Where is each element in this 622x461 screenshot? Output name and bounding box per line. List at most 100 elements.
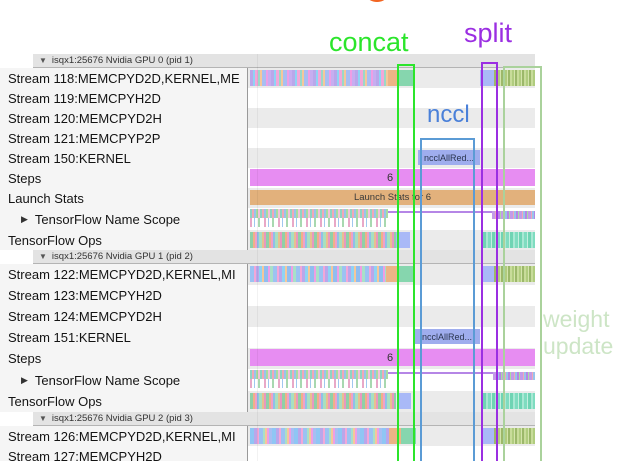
track-row: TensorFlow Ops <box>0 391 622 412</box>
track-canvas[interactable] <box>248 446 535 461</box>
row-label-cell: Stream 151:KERNEL <box>0 327 248 348</box>
event-bar-bar-ncclbar[interactable]: ncclAllRed... <box>418 150 480 165</box>
row-label: TensorFlow Ops <box>8 232 102 248</box>
row-label: Stream 118:MEMCPYD2D,KERNEL,ME <box>8 70 240 86</box>
track-row: Stream 120:MEMCPYD2H <box>0 108 622 128</box>
row-label-cell: Launch Stats <box>0 188 248 208</box>
collapse-icon: ▼ <box>39 413 47 423</box>
row-label-cell: Stream 118:MEMCPYD2D,KERNEL,ME <box>0 68 248 88</box>
row-label: Stream 151:KERNEL <box>8 330 131 345</box>
event-bar-flame[interactable] <box>250 370 388 388</box>
row-label: Stream 121:MEMCPYP2P <box>8 130 161 146</box>
event-bar-chunk[interactable] <box>492 211 535 219</box>
weight-update-line2: update <box>543 333 614 359</box>
track-row: Stream 119:MEMCPYH2D <box>0 88 622 108</box>
event-bar-dense-ops[interactable] <box>250 393 396 409</box>
track-row: ncclAllRed... Stream 150:KERNEL <box>0 148 622 168</box>
event-bar-solid-blue[interactable] <box>481 266 494 282</box>
event-bar-solid-orange[interactable] <box>386 266 399 282</box>
event-bar-hline[interactable] <box>388 372 535 374</box>
process-header-bar[interactable]: ▼isqx1:25676 Nvidia GPU 0 (pid 1) <box>33 54 535 68</box>
event-bar-solid-mint[interactable] <box>399 266 414 282</box>
row-label-cell: Stream 119:MEMCPYH2D <box>0 88 248 108</box>
row-label-cell: Stream 124:MEMCPYD2H <box>0 306 248 327</box>
row-label: Steps <box>8 170 42 186</box>
track-canvas[interactable] <box>248 128 535 148</box>
process-header-label: isqx1:25676 Nvidia GPU 2 (pid 3) <box>51 413 193 424</box>
track-canvas[interactable] <box>248 285 535 306</box>
track-canvas[interactable] <box>248 108 535 128</box>
concat-highlight-box <box>397 64 415 461</box>
event-bar-dense-b[interactable] <box>250 266 386 282</box>
row-label: Stream 119:MEMCPYH2D <box>8 90 161 106</box>
event-bar-solid-blue[interactable] <box>480 70 494 86</box>
expand-icon[interactable]: ▶ <box>21 213 28 224</box>
clipped-orange-glyph <box>367 0 387 2</box>
event-bar-bar-ncclbar[interactable]: ncclAllRed... <box>414 329 480 344</box>
track-row: 6 Steps <box>0 348 622 369</box>
event-bar-label: 6 <box>386 351 394 364</box>
track-row: Stream 123:MEMCPYH2D <box>0 285 622 306</box>
event-bar-dense-a[interactable] <box>250 70 388 86</box>
row-label-cell: Steps <box>0 348 248 369</box>
process-header-bar[interactable]: ▼ isqx1:25676 Nvidia GPU 1 (pid 2) <box>33 250 535 264</box>
row-label-cell: Stream 127:MEMCPYH2D <box>0 446 248 461</box>
event-bar-label: Launch Stats for 6 <box>353 192 432 203</box>
track-row: Stream 124:MEMCPYD2H <box>0 306 622 327</box>
event-bar-bar-launch[interactable]: Launch Stats for 6 <box>250 190 535 205</box>
weight-update-annotation: weight update <box>543 306 613 360</box>
split-annotation: split <box>464 18 513 48</box>
event-bar-solid-orange[interactable] <box>388 70 399 86</box>
track-row: ▶ TensorFlow Name Scope <box>0 208 622 230</box>
row-label: Stream 123:MEMCPYH2D <box>8 288 162 303</box>
row-label: Stream 127:MEMCPYH2D <box>8 448 162 461</box>
event-bar-bar-steps[interactable]: 6 <box>250 349 535 366</box>
event-bar-hline[interactable] <box>388 211 535 213</box>
row-label-cell: Stream 126:MEMCPYD2D,KERNEL,MI <box>0 426 248 446</box>
weight-update-highlight-box <box>503 66 542 461</box>
row-label: TensorFlow Name Scope <box>34 211 181 227</box>
time-gridline <box>257 54 258 461</box>
row-label: Stream 120:MEMCPYD2H <box>8 110 162 126</box>
event-bar-bar-steps[interactable]: 6 <box>250 169 535 186</box>
event-bar-solid-blue[interactable] <box>482 428 494 444</box>
track-row: Stream 122:MEMCPYD2D,KERNEL,MI <box>0 264 622 285</box>
expand-icon[interactable]: ▶ <box>21 374 28 385</box>
process-header-bar[interactable]: ▼ isqx1:25676 Nvidia GPU 2 (pid 3) <box>33 412 535 426</box>
row-label-cell: Stream 123:MEMCPYH2D <box>0 285 248 306</box>
track-row: Stream 127:MEMCPYH2D <box>0 446 622 461</box>
row-label-cell: TensorFlow Ops <box>0 230 248 250</box>
track-row: ▶ TensorFlow Name Scope <box>0 369 622 391</box>
process-section-header: ▼ isqx1:25676 Nvidia GPU 1 (pid 2) <box>0 250 622 264</box>
event-bar-solid-mint[interactable] <box>401 428 416 444</box>
track-canvas[interactable] <box>248 88 535 108</box>
row-label-cell[interactable]: ▶ TensorFlow Name Scope <box>0 208 248 230</box>
row-label: TensorFlow Name Scope <box>34 372 181 388</box>
event-bar-chunk[interactable] <box>493 372 535 380</box>
row-label: Stream 126:MEMCPYD2D,KERNEL,MI <box>8 428 236 444</box>
nccl-highlight-box <box>420 138 475 461</box>
row-label: Launch Stats <box>8 190 84 206</box>
row-label-cell[interactable]: ▶ TensorFlow Name Scope <box>0 369 248 391</box>
row-label-cell: Stream 120:MEMCPYD2H <box>0 108 248 128</box>
track-row: 6 Steps <box>0 168 622 188</box>
track-row: Launch Stats for 6 Launch Stats <box>0 188 622 208</box>
track-canvas[interactable] <box>248 306 535 327</box>
row-label-cell: TensorFlow Ops <box>0 391 248 412</box>
event-bar-solid-blue[interactable] <box>396 232 410 248</box>
row-label-cell: Stream 121:MEMCPYP2P <box>0 128 248 148</box>
event-bar-dense-ops[interactable] <box>250 232 396 248</box>
nccl-annotation: nccl <box>427 101 470 128</box>
collapse-icon: ▼ <box>39 251 47 261</box>
event-bar-label: ncclAllRed... <box>423 152 475 163</box>
process-header-label: isqx1:25676 Nvidia GPU 1 (pid 2) <box>51 251 193 262</box>
row-label: Stream 150:KERNEL <box>8 150 131 166</box>
split-highlight-box <box>481 62 498 461</box>
event-bar-solid-blue[interactable] <box>397 393 411 409</box>
process-header-label: isqx1:25676 Nvidia GPU 0 (pid 1) <box>51 55 193 66</box>
row-label-cell: Stream 122:MEMCPYD2D,KERNEL,MI <box>0 264 248 285</box>
event-bar-dense-c[interactable] <box>250 428 389 444</box>
event-bar-flame[interactable] <box>250 209 388 227</box>
event-bar-solid-mint[interactable] <box>399 70 415 86</box>
